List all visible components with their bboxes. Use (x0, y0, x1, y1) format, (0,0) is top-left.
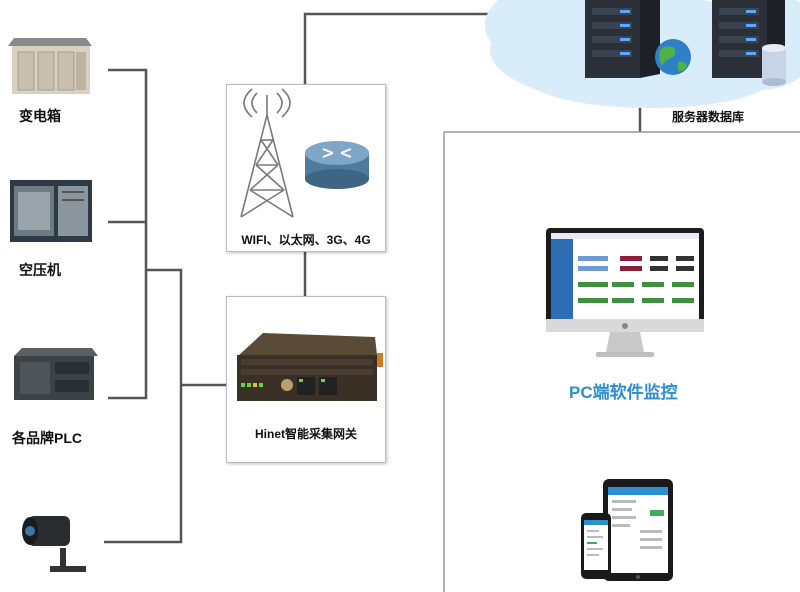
network-label: WIFI、以太网、3G、4G (241, 233, 371, 247)
substation-label: 变电箱 (19, 108, 61, 124)
network-box: WIFI、以太网、3G、4G (226, 84, 386, 252)
network-cloud-link (303, 12, 505, 84)
tower-router-illustration (240, 88, 369, 218)
gateway-device-illustration (237, 333, 383, 401)
gateway-box: Hinet智能采集网关 (226, 296, 386, 463)
router-icon (305, 141, 369, 189)
monitor-panel-frame (443, 131, 800, 592)
compressor-label: 空压机 (19, 262, 61, 278)
signal-tower-icon (240, 88, 294, 218)
camera-link (104, 268, 183, 544)
plc-label: 各品牌PLC (12, 430, 82, 446)
pc-monitor-label: PC端软件监控 (569, 383, 678, 402)
cloud-label: 服务器数据库 (672, 110, 745, 124)
device-bus-line (108, 68, 148, 400)
gateway-label: Hinet智能采集网关 (254, 427, 357, 441)
gateway-device-icon (237, 333, 383, 401)
